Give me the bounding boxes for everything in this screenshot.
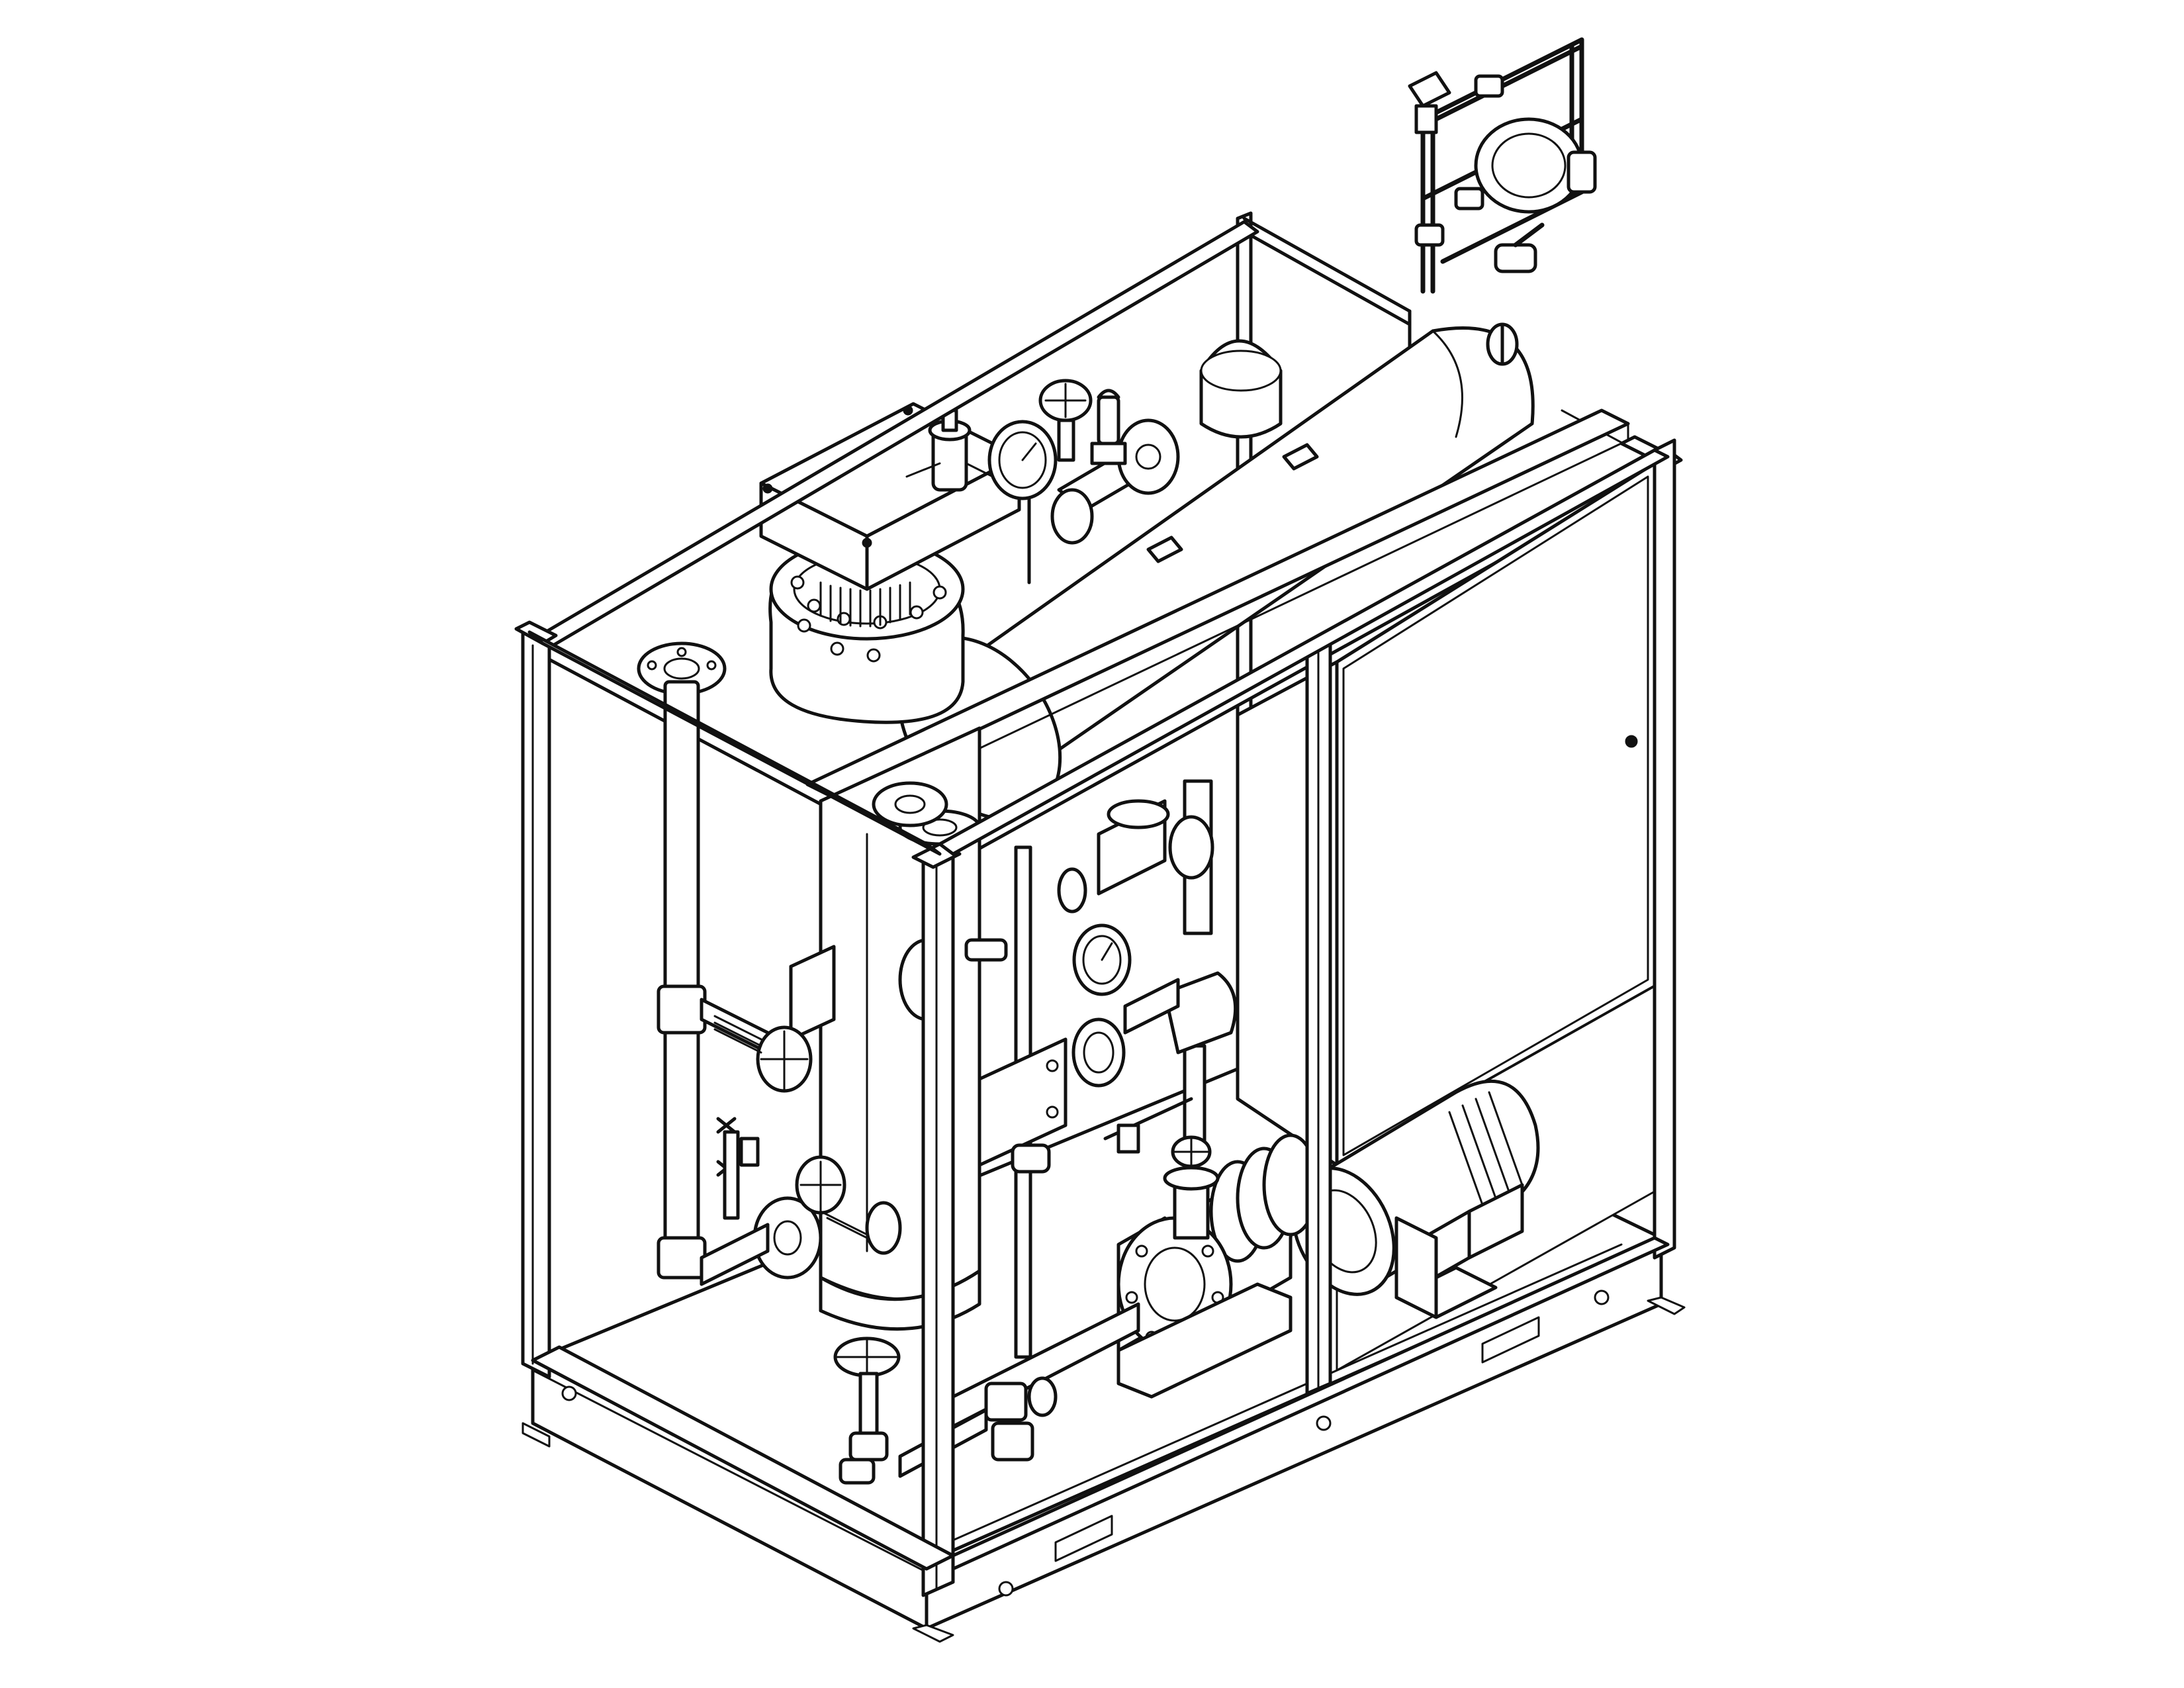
nameplate [789,945,836,1041]
anchor-tab-front [522,1296,1686,1643]
flange-nozzle [872,781,948,827]
pressure-reducer [905,408,994,492]
flange-nozzle [700,1196,823,1286]
pressure-gauge [987,420,1058,585]
motor-base [1394,1216,1498,1319]
pipe-cross [1057,799,1214,914]
valve-handwheel [700,998,813,1093]
top-instruments [905,379,1127,585]
heater-element-fins [819,581,911,628]
valve-handwheel [1038,379,1093,462]
pressure-gauge [1072,923,1132,996]
pump-bellows [1209,1133,1319,1263]
ball-valve [1494,222,1545,273]
relief-valve [1408,71,1451,134]
skid-frame-front [514,438,1676,1597]
inspection-plate [1054,1316,1540,1562]
motor-cooling-fins [1448,1091,1524,1206]
valve-handwheel [833,1336,901,1485]
bypass-manifold [1408,37,1597,366]
valve-handwheel [795,1155,902,1255]
valve-handwheel [1171,1135,1212,1168]
pipework [637,641,1238,1485]
pump [1116,1133,1319,1399]
pipe-elbow [1123,971,1238,1055]
pressure-reducer [1474,117,1597,214]
mounting-bracket [978,1037,1068,1167]
sight-glass [1071,1017,1126,1088]
relief-valve [1090,389,1127,465]
drum-dome [1199,339,1283,439]
needle-valve [716,1117,760,1220]
